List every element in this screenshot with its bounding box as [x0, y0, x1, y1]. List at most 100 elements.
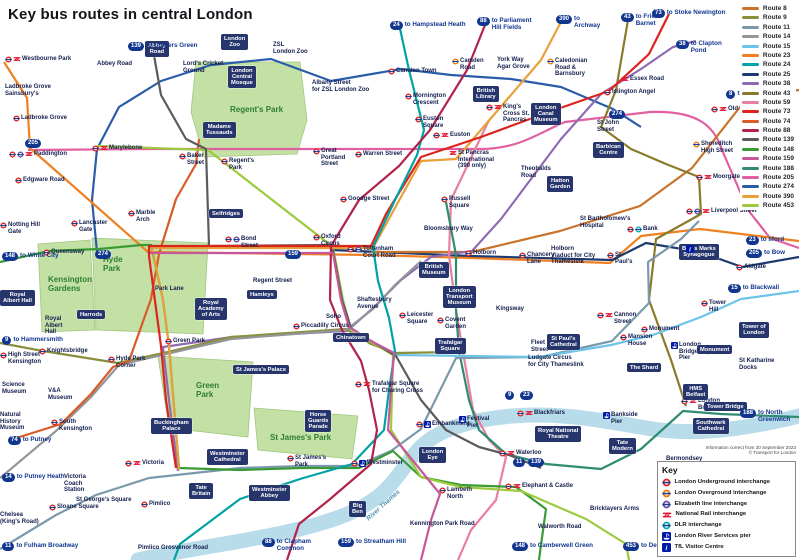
elizabeth-roundel-icon — [355, 246, 362, 252]
landmark-label: Monument — [697, 345, 733, 355]
station-name: Aldgate — [744, 264, 767, 270]
underground-roundel-icon — [416, 421, 423, 427]
destination-label: 139 — [528, 458, 545, 467]
station-interchange-icons — [439, 487, 446, 494]
station-name: Park Lane — [155, 286, 184, 292]
destination-label: 23 — [520, 391, 533, 400]
national-rail-icon — [621, 76, 629, 81]
underground-roundel-icon — [313, 234, 320, 240]
station-name: St Katharine Docks — [739, 358, 775, 371]
station-label: High Street Kensington — [0, 352, 41, 365]
station-interchange-icons — [287, 455, 294, 462]
route-badge: 205 — [746, 249, 763, 258]
station-interchange-icons — [51, 419, 58, 426]
station-interchange-icons — [465, 250, 472, 257]
key-item: London Underground interchange — [662, 478, 791, 487]
smallprint: Information correct from 30 September 20… — [598, 445, 796, 456]
national-rail-icon — [702, 208, 710, 213]
landmark-label: Selfridges — [209, 209, 244, 219]
station-interchange-icons — [388, 68, 395, 75]
station-name: Edgware Road — [23, 177, 65, 183]
station-name: Elephant & Castle — [522, 483, 574, 489]
station-name: Soho — [326, 314, 341, 320]
park-label: Hyde Park — [103, 255, 123, 273]
legend-swatch — [741, 63, 759, 67]
legend-label: Route 15 — [762, 42, 791, 50]
key-item: London River Services pier — [662, 531, 791, 541]
station-label: Park Lane — [155, 286, 184, 293]
legend-route-9: Route 9 — [741, 14, 794, 21]
route-badge: 148 — [2, 252, 19, 261]
legend-swatch — [741, 176, 759, 180]
destination-text: to Putney Heath — [16, 473, 65, 480]
underground-roundel-icon — [51, 419, 58, 425]
overground-roundel-icon — [693, 141, 700, 147]
elizabeth-roundel-icon — [694, 208, 701, 214]
station-label: Baker Street — [179, 153, 204, 166]
underground-roundel-icon — [433, 132, 440, 138]
key-item: DLR interchange — [662, 521, 791, 530]
station-name: Hyde Park Corner — [116, 356, 146, 369]
legend-swatch — [741, 119, 759, 123]
key-item-label: DLR interchange — [674, 521, 722, 528]
route-11-path — [0, 220, 700, 550]
underground-roundel-icon — [5, 56, 12, 62]
route-badge: 11 — [2, 542, 15, 551]
station-label: Marylebone — [92, 145, 142, 152]
station-label: Piccadilly Circus — [293, 323, 349, 330]
station-name: Holborn — [473, 250, 496, 256]
legend-route-88: Route 88 — [741, 127, 794, 135]
station-interchange-icons — [620, 334, 627, 341]
route-badge: 23 — [520, 391, 533, 400]
destination-text: to Camberwell Green — [530, 542, 594, 549]
station-name: Science Museum — [2, 382, 27, 395]
river-pier-icon — [459, 415, 466, 423]
route-88-path — [285, 19, 489, 560]
station-label: Caledonian Road & Barnsbury — [547, 58, 587, 78]
route-59-path — [447, 119, 508, 560]
station-label: Shoreditch High Street — [693, 141, 733, 154]
legend-label: Route 159 — [762, 155, 794, 163]
underground-roundel-icon — [505, 483, 512, 489]
station-name: Queensway — [51, 249, 85, 255]
station-label: Pimlico — [141, 501, 170, 508]
route-badge: 9 — [2, 336, 12, 345]
national-rail-icon — [441, 132, 449, 137]
station-name: Paddington — [34, 151, 67, 157]
legend-route-453: Route 453 — [741, 202, 794, 209]
station-interchange-icons — [128, 210, 135, 217]
destination-label: 274 — [95, 250, 112, 259]
legend-route-15: Route 15 — [741, 42, 794, 50]
route-badge: 88 — [262, 538, 275, 547]
landmark-label: The Shard — [627, 363, 662, 373]
river-pier-icon — [359, 459, 366, 467]
legend-label: Route 14 — [762, 33, 791, 41]
station-label: Bricklayers Arms — [590, 506, 639, 513]
station-interchange-icons — [355, 381, 371, 388]
underground-roundel-icon — [287, 455, 294, 461]
station-interchange-icons — [449, 150, 457, 156]
river-pier-icon — [603, 411, 610, 419]
route-badge: 390 — [556, 15, 573, 24]
legend-label: Route 88 — [762, 127, 791, 135]
station-label: Camden Road — [452, 58, 484, 71]
underground-roundel-icon — [108, 356, 115, 362]
station-name: Covent Garden — [445, 317, 467, 330]
station-interchange-icons — [505, 483, 521, 490]
legend-label: Route 25 — [762, 70, 791, 78]
legend-label: Route 73 — [762, 108, 791, 116]
station-label: Trafalgar Square for Charing Cross — [355, 381, 423, 394]
station-name: Great Portland Street — [321, 148, 346, 168]
station-name: Mornington Crescent — [413, 93, 446, 106]
key-item-label: London River Services pier — [674, 532, 751, 539]
station-name: Lord's Cricket Ground — [183, 61, 224, 74]
station-name: Lancaster Gate — [79, 220, 108, 233]
legend-swatch — [741, 72, 759, 76]
legend-label: Route 139 — [762, 136, 794, 144]
route-badge: 205 — [25, 139, 42, 148]
station-interchange-icons — [547, 58, 554, 65]
